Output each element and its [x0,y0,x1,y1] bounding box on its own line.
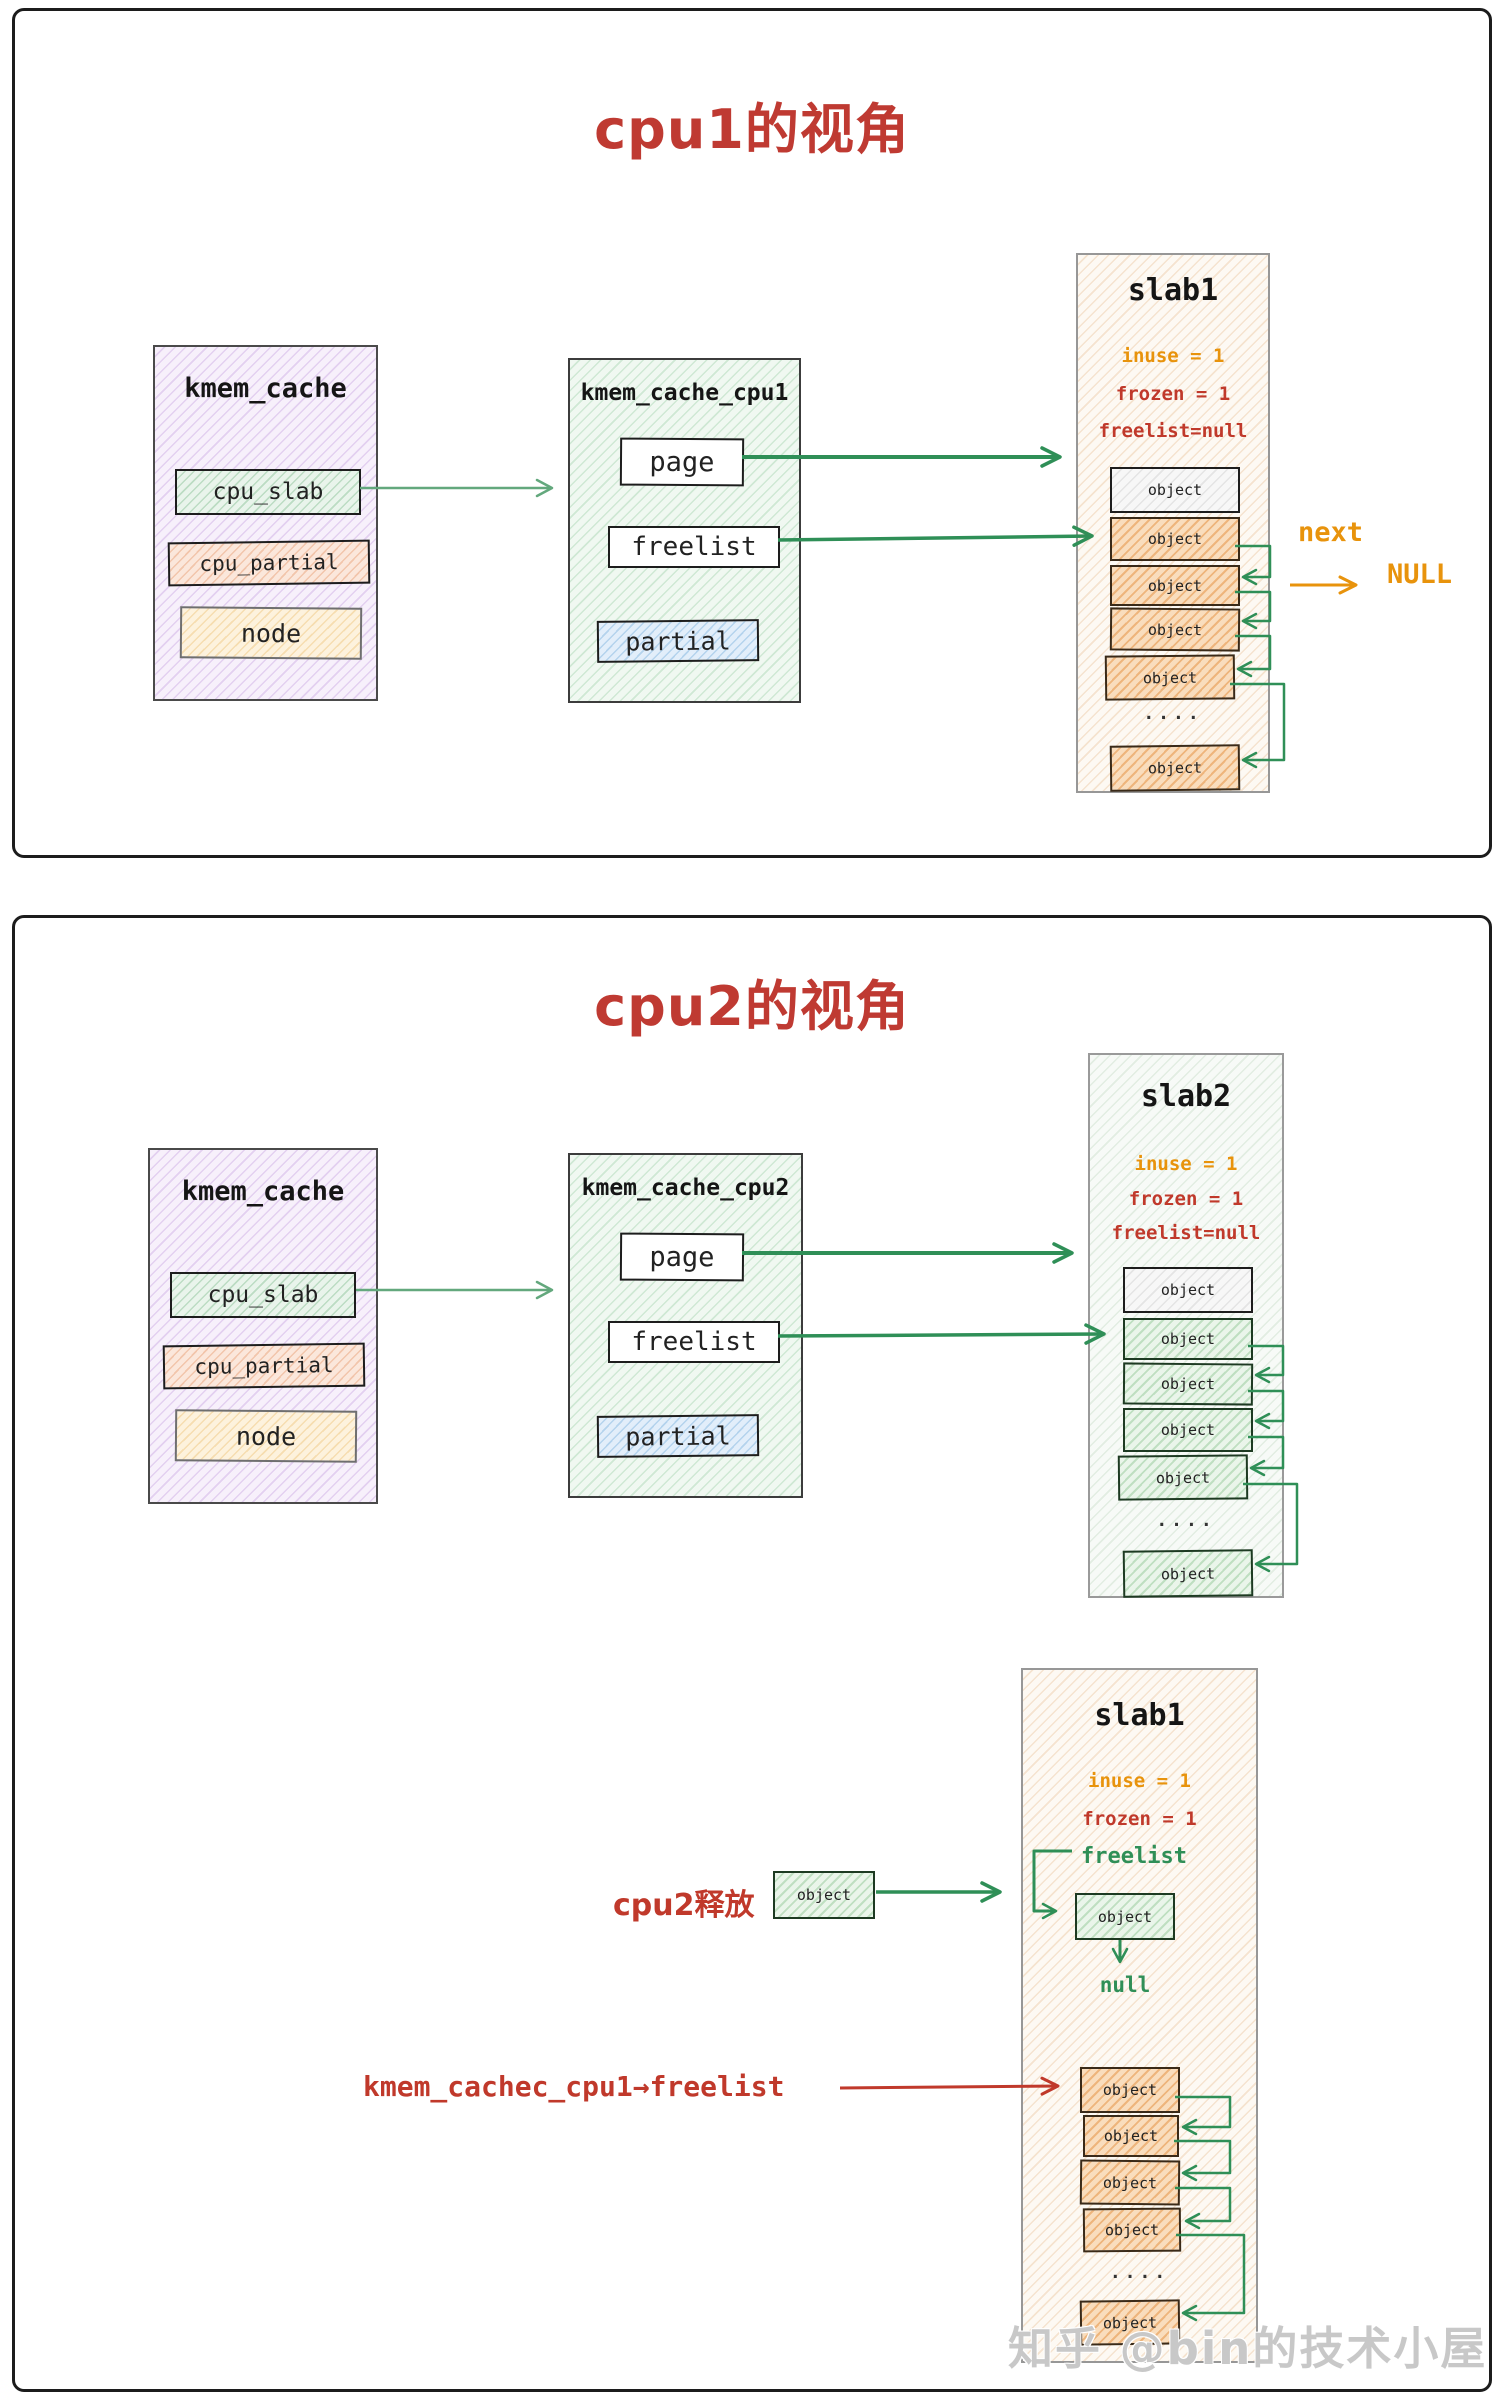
kmem-cache-cpu2-title: kmem_cache_cpu2 [581,1175,790,1201]
released-object: object [773,1871,875,1919]
cpu2-release-label: cpu2释放 [613,1888,755,1923]
slab2-object-6: object [1122,1549,1254,1598]
kmem-cache-box: kmem_cache cpu_slab cpu_partial node [153,345,378,701]
field-cpu-slab-2: cpu_slab [170,1272,356,1318]
null-pointer-label: NULL [1387,559,1453,590]
slab2-object-1: object [1123,1267,1253,1313]
slab1-bottom-frozen-status: frozen = 1 [1082,1808,1197,1830]
slab2-object-3: object [1122,1362,1254,1406]
field-partial: partial [596,619,760,663]
field-cpu-slab: cpu_slab [175,469,361,515]
watermark: 知乎 @bin的技术小屋 [1008,2322,1488,2375]
slab1-bottom-title: slab1 [1094,1698,1185,1733]
field-page-2: page [619,1232,745,1282]
field-freelist: freelist [608,526,780,568]
slab1-bottom-object-2: object [1083,2115,1179,2157]
kmem-cache-title-2: kmem_cache [181,1176,345,1207]
slab1-ellipsis: .... [1143,703,1203,724]
slab2-object-4: object [1123,1408,1253,1452]
panel1-title: cpu1的视角 [594,98,910,161]
kmem-cache-title: kmem_cache [184,373,347,404]
slab1-bottom-object-4: object [1082,2207,1182,2253]
slab2-ellipsis: .... [1156,1510,1216,1531]
slab1-bottom-ellipsis: .... [1109,2262,1170,2283]
slab1-object-5: object [1104,654,1236,701]
slab1-object-1: object [1110,467,1240,513]
slab2-object-5: object [1117,1454,1249,1501]
field-freelist-2: freelist [608,1321,780,1363]
slab1-object-2: object [1110,517,1240,561]
slab1-bottom-box: slab1 inuse = 1 frozen = 1 freelist obje… [1021,1668,1258,2363]
slab2-frozen-status: frozen = 1 [1128,1188,1244,1210]
panel2-title: cpu2的视角 [594,975,910,1038]
slab1-object-4: object [1109,607,1241,652]
slab1-object-6: object [1109,744,1241,792]
slab1-inuse-status: inuse = 1 [1121,345,1225,367]
slab2-object-2: object [1123,1318,1253,1360]
field-node: node [179,606,363,660]
slab1-object-3: object [1110,565,1240,606]
slab1-null-label: null [1099,1973,1151,1997]
slab1-bottom-object-1: object [1080,2067,1180,2113]
panel-cpu1-view: cpu1的视角 kmem_cache cpu_slab cpu_partial … [12,8,1492,858]
kmem-cache-cpu2-box: kmem_cache_cpu2 page freelist partial [568,1153,803,1498]
slab2-box: slab2 inuse = 1 frozen = 1 freelist=null… [1088,1053,1284,1598]
slab1-frozen-status: frozen = 1 [1115,383,1231,405]
slab1-freed-object: object [1075,1893,1175,1940]
slab1-box: slab1 inuse = 1 frozen = 1 freelist=null… [1076,253,1270,793]
slab2-title: slab2 [1140,1079,1232,1114]
slab1-title: slab1 [1127,273,1219,308]
slab1-bottom-freelist-label: freelist [1081,1844,1187,1869]
slab2-freelist-status: freelist=null [1111,1222,1261,1244]
next-label: next [1298,517,1364,548]
field-node-2: node [174,1409,358,1463]
kmem-cache-cpu1-box: kmem_cache_cpu1 page freelist partial [568,358,801,703]
slab1-freelist-status: freelist=null [1098,420,1248,442]
panel-cpu2-view: cpu2的视角 kmem_cache cpu_slab cpu_partial … [12,915,1492,2392]
field-cpu-partial-2: cpu_partial [162,1342,366,1390]
field-partial-2: partial [596,1414,760,1458]
field-cpu-partial: cpu_partial [167,539,371,587]
cpu1-freelist-pointer-label: kmem_cachec_cpu1→freelist [363,2070,785,2103]
kmem-cache-box-2: kmem_cache cpu_slab cpu_partial node [148,1148,378,1504]
kmem-cache-cpu1-title: kmem_cache_cpu1 [580,380,789,406]
slab1-bottom-inuse-status: inuse = 1 [1088,1770,1191,1792]
field-page: page [619,437,745,487]
slab1-bottom-object-3: object [1079,2159,1181,2206]
slab2-inuse-status: inuse = 1 [1134,1153,1238,1175]
